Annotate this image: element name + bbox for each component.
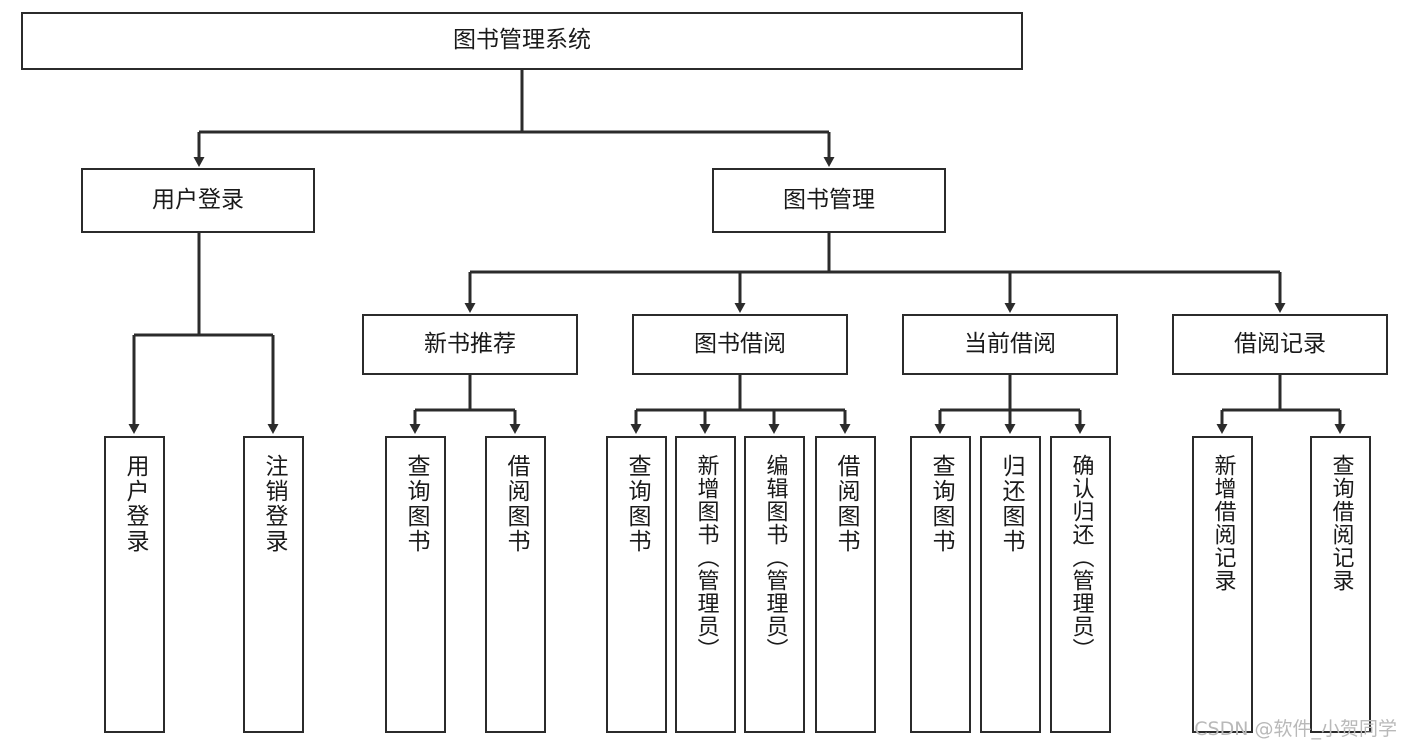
- node-root-system[interactable]: 图书管理系统: [21, 12, 1023, 70]
- node-label: 新增借阅记录: [1210, 454, 1236, 592]
- leaf-return-book[interactable]: 归还图书: [980, 436, 1041, 733]
- node-label: 借阅记录: [1234, 330, 1326, 357]
- node-label: 当前借阅: [964, 330, 1056, 357]
- leaf-user-login[interactable]: 用户登录: [104, 436, 165, 733]
- leaf-confirm-return-admin[interactable]: 确认归还（管理员）: [1050, 436, 1111, 733]
- node-new-book-recommendation[interactable]: 新书推荐: [362, 314, 578, 375]
- leaf-query-book-new[interactable]: 查询图书: [385, 436, 446, 733]
- node-label: 注销登录: [261, 454, 287, 554]
- node-current-borrowing[interactable]: 当前借阅: [902, 314, 1118, 375]
- leaf-borrow-book-new[interactable]: 借阅图书: [485, 436, 546, 733]
- node-label: 图书借阅: [694, 330, 786, 357]
- leaf-query-borrow-record[interactable]: 查询借阅记录: [1310, 436, 1371, 733]
- node-label: 编辑图书（管理员）: [762, 454, 788, 661]
- node-label: 查询借阅记录: [1328, 454, 1354, 592]
- leaf-logout[interactable]: 注销登录: [243, 436, 304, 733]
- node-label: 归还图书: [998, 454, 1024, 554]
- node-label: 借阅图书: [833, 454, 859, 554]
- node-label: 查询图书: [403, 454, 429, 554]
- node-book-borrowing[interactable]: 图书借阅: [632, 314, 848, 375]
- node-user-login[interactable]: 用户登录: [81, 168, 315, 233]
- node-label: 图书管理: [783, 186, 875, 213]
- node-label: 查询图书: [624, 454, 650, 554]
- leaf-add-book-admin[interactable]: 新增图书（管理员）: [675, 436, 736, 733]
- node-label: 查询图书: [928, 454, 954, 554]
- node-label: 用户登录: [122, 454, 148, 554]
- node-label: 借阅图书: [503, 454, 529, 554]
- leaf-query-book-current[interactable]: 查询图书: [910, 436, 971, 733]
- node-borrow-record[interactable]: 借阅记录: [1172, 314, 1388, 375]
- node-label: 用户登录: [152, 186, 244, 213]
- leaf-add-borrow-record[interactable]: 新增借阅记录: [1192, 436, 1253, 733]
- node-label: 新书推荐: [424, 330, 516, 357]
- leaf-borrow-book[interactable]: 借阅图书: [815, 436, 876, 733]
- node-label: 新增图书（管理员）: [693, 454, 719, 661]
- node-book-management[interactable]: 图书管理: [712, 168, 946, 233]
- node-label: 图书管理系统: [453, 27, 591, 54]
- leaf-query-book-borrow[interactable]: 查询图书: [606, 436, 667, 733]
- leaf-edit-book-admin[interactable]: 编辑图书（管理员）: [744, 436, 805, 733]
- node-label: 确认归还（管理员）: [1068, 454, 1094, 661]
